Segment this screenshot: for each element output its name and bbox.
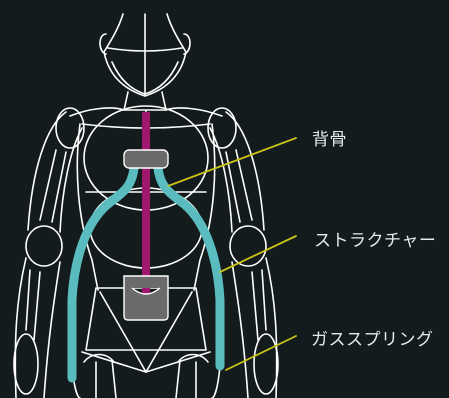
torso-right-side: [193, 123, 216, 291]
torso-left-side: [76, 123, 99, 291]
leader-line-gas-spring: [225, 335, 297, 371]
label-structure: ストラクチャー: [314, 231, 437, 251]
right-upper-arm-outer: [225, 111, 265, 231]
neck: [123, 91, 167, 111]
left-upper-arm-inner: [59, 127, 83, 233]
left-ear: [99, 33, 107, 55]
leader-line-structure: [219, 235, 297, 273]
leader-line-spine: [167, 137, 297, 187]
shoulder-line: [69, 107, 223, 117]
right-elbow-joint: [229, 225, 267, 267]
structure-right-branch: [153, 163, 225, 371]
left-elbow-joint: [25, 225, 63, 267]
upper-pad: [123, 149, 169, 169]
right-shoulder-joint: [207, 107, 237, 149]
left-upper-arm-outer: [27, 111, 67, 231]
left-upper-arm-lines: [39, 149, 67, 223]
label-spine: 背骨: [312, 130, 347, 150]
lower-pad: [123, 275, 169, 321]
right-forearm-lines: [251, 269, 267, 341]
left-shoulder-joint: [55, 107, 85, 149]
left-forearm-lines: [25, 269, 41, 341]
right-ear: [183, 33, 191, 55]
left-thigh: [70, 339, 117, 398]
right-wrist: [253, 333, 279, 395]
right-thigh: [175, 339, 222, 398]
head-horizontal-line: [107, 47, 183, 52]
spine-bar: [142, 112, 150, 302]
left-hip-joint: [83, 353, 115, 363]
structure-left-branch: [67, 163, 139, 383]
right-upper-arm-inner: [209, 127, 233, 233]
pelvis-lower: [81, 351, 211, 373]
label-gas-spring: ガススプリング: [311, 330, 434, 350]
right-hip-joint: [177, 353, 209, 363]
left-wrist: [13, 333, 39, 395]
